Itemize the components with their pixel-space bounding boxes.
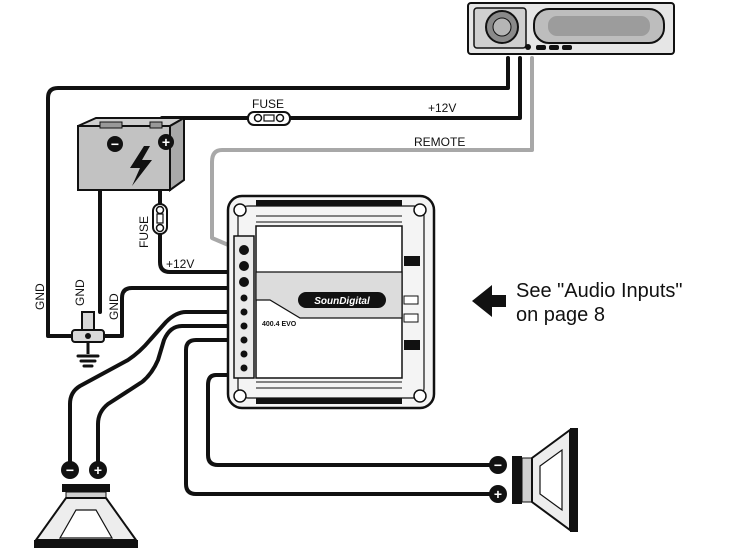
wire-gnd-head-unit: [46, 56, 510, 338]
wire-remote: [210, 56, 534, 252]
speaker-left-positive-icon: +: [94, 462, 102, 478]
speaker-right-negative-icon: −: [494, 457, 502, 473]
wire-speaker-left-positive: [96, 324, 242, 464]
battery: − +: [77, 116, 188, 192]
note-line-1: See "Audio Inputs": [516, 280, 683, 302]
wire-12v-main: [288, 56, 522, 120]
lightning-bolt-icon: [130, 146, 152, 186]
arrow-left-icon: [472, 285, 506, 317]
amplifier-terminals: [239, 245, 249, 372]
note-line-2: on page 8: [516, 304, 605, 326]
wire-gnd-amp: [102, 286, 242, 338]
amplifier-brand: SounDigital: [314, 296, 370, 307]
speaker-right: − +: [489, 428, 578, 532]
gnd-label-3: GND: [107, 293, 121, 320]
ground-block: [71, 311, 105, 368]
battery-negative-terminal: [107, 136, 123, 152]
fuse-side-label: FUSE: [137, 216, 151, 248]
fuse-side: [152, 203, 168, 235]
amplifier-model: 400.4 EVO: [262, 321, 297, 328]
plus12v-side-label: +12V: [166, 257, 194, 271]
wire-speaker-right-negative: [206, 373, 492, 467]
fuse-top: [247, 111, 291, 126]
battery-positive-icon: +: [162, 134, 170, 150]
battery-negative-icon: −: [111, 136, 119, 152]
speaker-right-positive-icon: +: [494, 486, 502, 502]
wire-speaker-right-positive: [184, 338, 492, 496]
battery-positive-terminal: [158, 134, 174, 150]
plus12v-top-label: +12V: [428, 101, 456, 115]
ground-symbol-icon: [76, 354, 100, 368]
speaker-left-negative-icon: −: [66, 462, 74, 478]
gnd-label-1: GND: [33, 283, 47, 310]
fuse-top-label: FUSE: [252, 97, 284, 111]
wire-speaker-left-negative: [68, 310, 242, 464]
audio-inputs-note: See "Audio Inputs" on page 8: [516, 279, 683, 327]
remote-label: REMOTE: [414, 135, 465, 149]
speaker-left: − +: [34, 461, 138, 548]
amplifier: SounDigital 400.4 EVO: [226, 194, 436, 410]
head-unit: [467, 2, 675, 55]
gnd-label-2: GND: [73, 279, 87, 306]
